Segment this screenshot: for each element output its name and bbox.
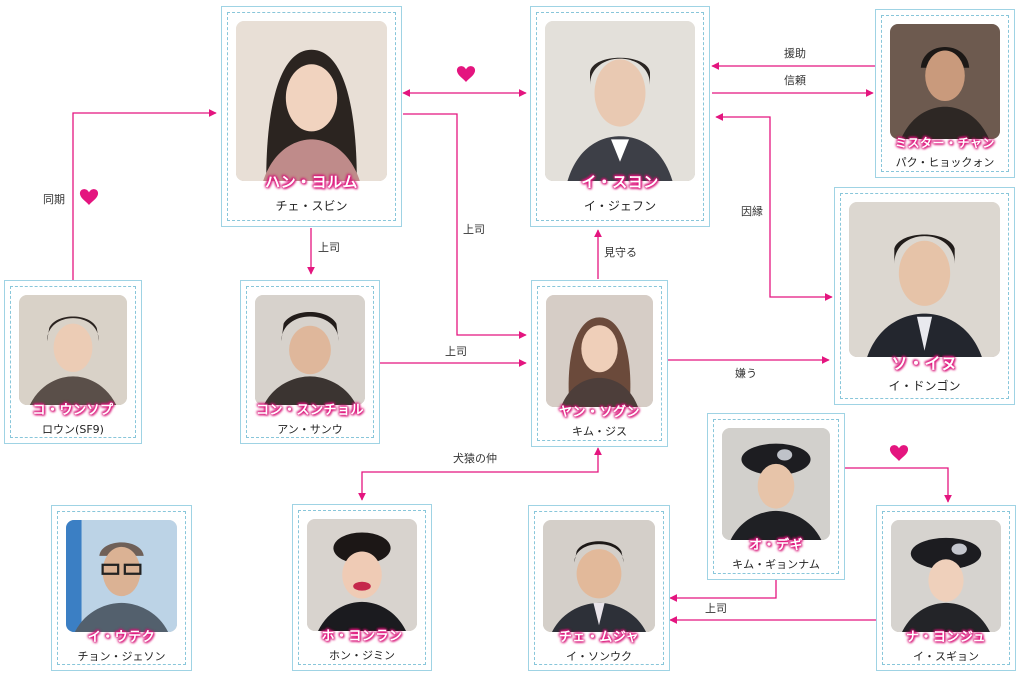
- card-na-yeongju: ナ・ヨンジュ イ・スギョン: [876, 505, 1016, 671]
- character-name: コ・ウンソプ: [32, 403, 114, 418]
- character-name: ホ・ヨンラン: [321, 629, 403, 644]
- label-boss-kong-yang: 上司: [445, 345, 467, 358]
- label-boss-han-yang: 上司: [463, 223, 485, 236]
- label-trust: 信頼: [784, 74, 806, 87]
- label-support: 援助: [784, 46, 806, 60]
- actor-name: イ・スギョン: [913, 650, 979, 663]
- actor-name: ロウン(SF9): [42, 423, 104, 436]
- actor-name: チェ・スビン: [275, 199, 348, 213]
- card-choi-muja: チェ・ムジャ イ・ソンウク: [528, 505, 670, 671]
- portrait-photo: [546, 295, 653, 407]
- actor-name: イ・ソンウク: [566, 650, 632, 663]
- character-name: オ・デギ: [748, 538, 803, 553]
- portrait-photo: [891, 520, 1001, 632]
- card-lee-suyeon: イ・スヨン イ・ジェフン: [530, 6, 710, 227]
- card-kong-seungcheol: コン・スンチョル アン・サンウ: [240, 280, 380, 444]
- character-name: ナ・ヨンジュ: [905, 630, 987, 645]
- label-boss-han-kong: 上司: [318, 241, 340, 254]
- portrait-photo: [722, 428, 830, 540]
- card-lee-utaek: イ・ウテク チョン・ジェソン: [51, 505, 192, 671]
- actor-name: チョン・ジェソン: [77, 650, 166, 663]
- character-name: チェ・ムジャ: [558, 630, 640, 645]
- character-name: ハン・ヨルム: [265, 173, 358, 191]
- actor-name: イ・ドンゴン: [888, 379, 961, 393]
- portrait-photo: [66, 520, 177, 632]
- character-name: ヤン・ソグン: [558, 405, 640, 420]
- character-name: イ・ウテク: [87, 630, 156, 645]
- heart-icon: [456, 66, 476, 82]
- label-watch: 見守る: [604, 245, 637, 259]
- portrait-photo: [307, 519, 417, 631]
- label-peers: 同期: [43, 193, 65, 206]
- heart-icon: [79, 189, 99, 205]
- actor-name: キム・ギョンナム: [732, 558, 820, 571]
- card-ko-eunseop: コ・ウンソプ ロウン(SF9): [4, 280, 142, 444]
- card-oh-daegi: オ・デギ キム・ギョンナム: [707, 413, 845, 580]
- character-name: コン・スンチョル: [255, 403, 364, 418]
- label-boss-oh-na-choi: 上司: [705, 602, 727, 615]
- card-seo-inwoo: ソ・イヌ イ・ドンゴン: [834, 187, 1015, 405]
- portrait-photo: [236, 21, 387, 181]
- edge-oh-na: [843, 467, 952, 503]
- label-rivals: 犬猿の仲: [453, 451, 497, 465]
- label-fate: 因縁: [741, 204, 763, 218]
- actor-name: キム・ジス: [572, 425, 627, 438]
- character-name: ソ・イヌ: [891, 354, 958, 373]
- portrait-photo: [543, 520, 655, 632]
- actor-name: アン・サンウ: [277, 423, 343, 436]
- card-ho-yeongran: ホ・ヨンラン ホン・ジミン: [292, 504, 432, 671]
- card-han-yeoreum: ハン・ヨルム チェ・スビン: [221, 6, 402, 227]
- label-dislike: 嫌う: [735, 366, 757, 380]
- edge-so-lee: [715, 113, 833, 301]
- character-name: ミスター・チャン: [895, 136, 995, 150]
- portrait-photo: [890, 24, 1000, 139]
- portrait-photo: [255, 295, 365, 405]
- heart-icon: [889, 445, 909, 461]
- actor-name: イ・ジェフン: [583, 199, 657, 213]
- portrait-photo: [545, 21, 695, 181]
- portrait-photo: [849, 202, 1000, 357]
- actor-name: ホン・ジミン: [329, 649, 395, 662]
- edge-ko-han: [72, 109, 217, 280]
- card-yang-seokeun: ヤン・ソグン キム・ジス: [531, 280, 668, 447]
- portrait-photo: [19, 295, 127, 405]
- actor-name: パク・ヒョックォン: [895, 156, 995, 169]
- edge-han-yang: [403, 113, 527, 339]
- edge-oh-choi: [669, 580, 777, 602]
- card-mr-chang: ミスター・チャン パク・ヒョックォン: [875, 9, 1015, 178]
- edge-yang-ho: [358, 447, 602, 501]
- character-name: イ・スヨン: [581, 173, 659, 191]
